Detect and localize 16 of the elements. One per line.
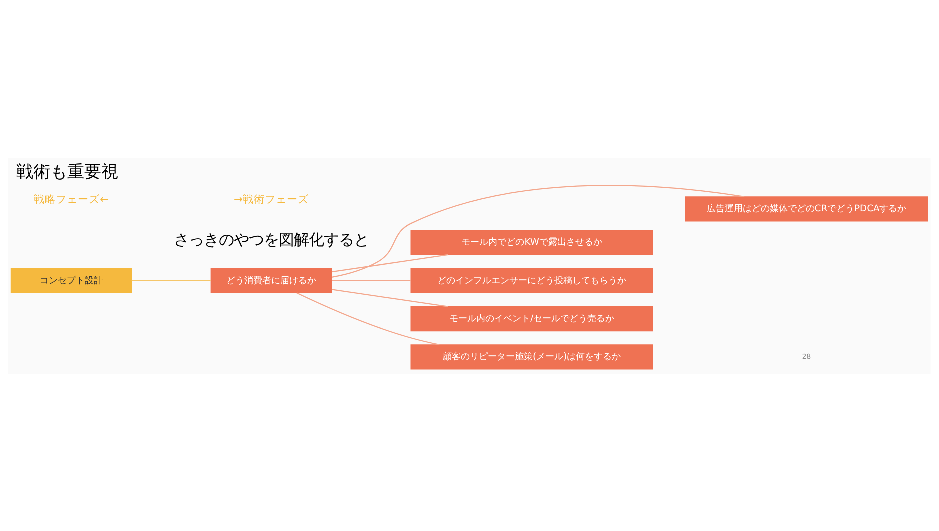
caption: さっきのやつを図解化すると <box>174 230 369 249</box>
node-box: 広告運用はどの媒体でどのCRでどうPDCAするか <box>685 196 928 222</box>
connector <box>332 280 412 281</box>
node-box: コンセプト設計 <box>10 268 132 293</box>
connector <box>332 184 745 278</box>
connector <box>332 254 448 272</box>
connector <box>132 280 211 281</box>
node-box: どのインフルエンサーにどう投稿してもらうか <box>410 268 654 293</box>
node-box: モール内のイベント/セールでどう売るか <box>410 306 654 332</box>
label: 戦略フェーズ← <box>34 192 110 206</box>
connector <box>296 292 440 345</box>
node-box: どう消費者に届けるか <box>210 268 332 293</box>
label: →戦術フェーズ <box>234 192 309 206</box>
node-box: 顧客のリピーター施策(メール)は何をするか <box>410 344 654 370</box>
diagram-title: 戦術も重要視 <box>16 161 119 182</box>
node-box: モール内でどのKWで露出させるか <box>410 230 654 255</box>
